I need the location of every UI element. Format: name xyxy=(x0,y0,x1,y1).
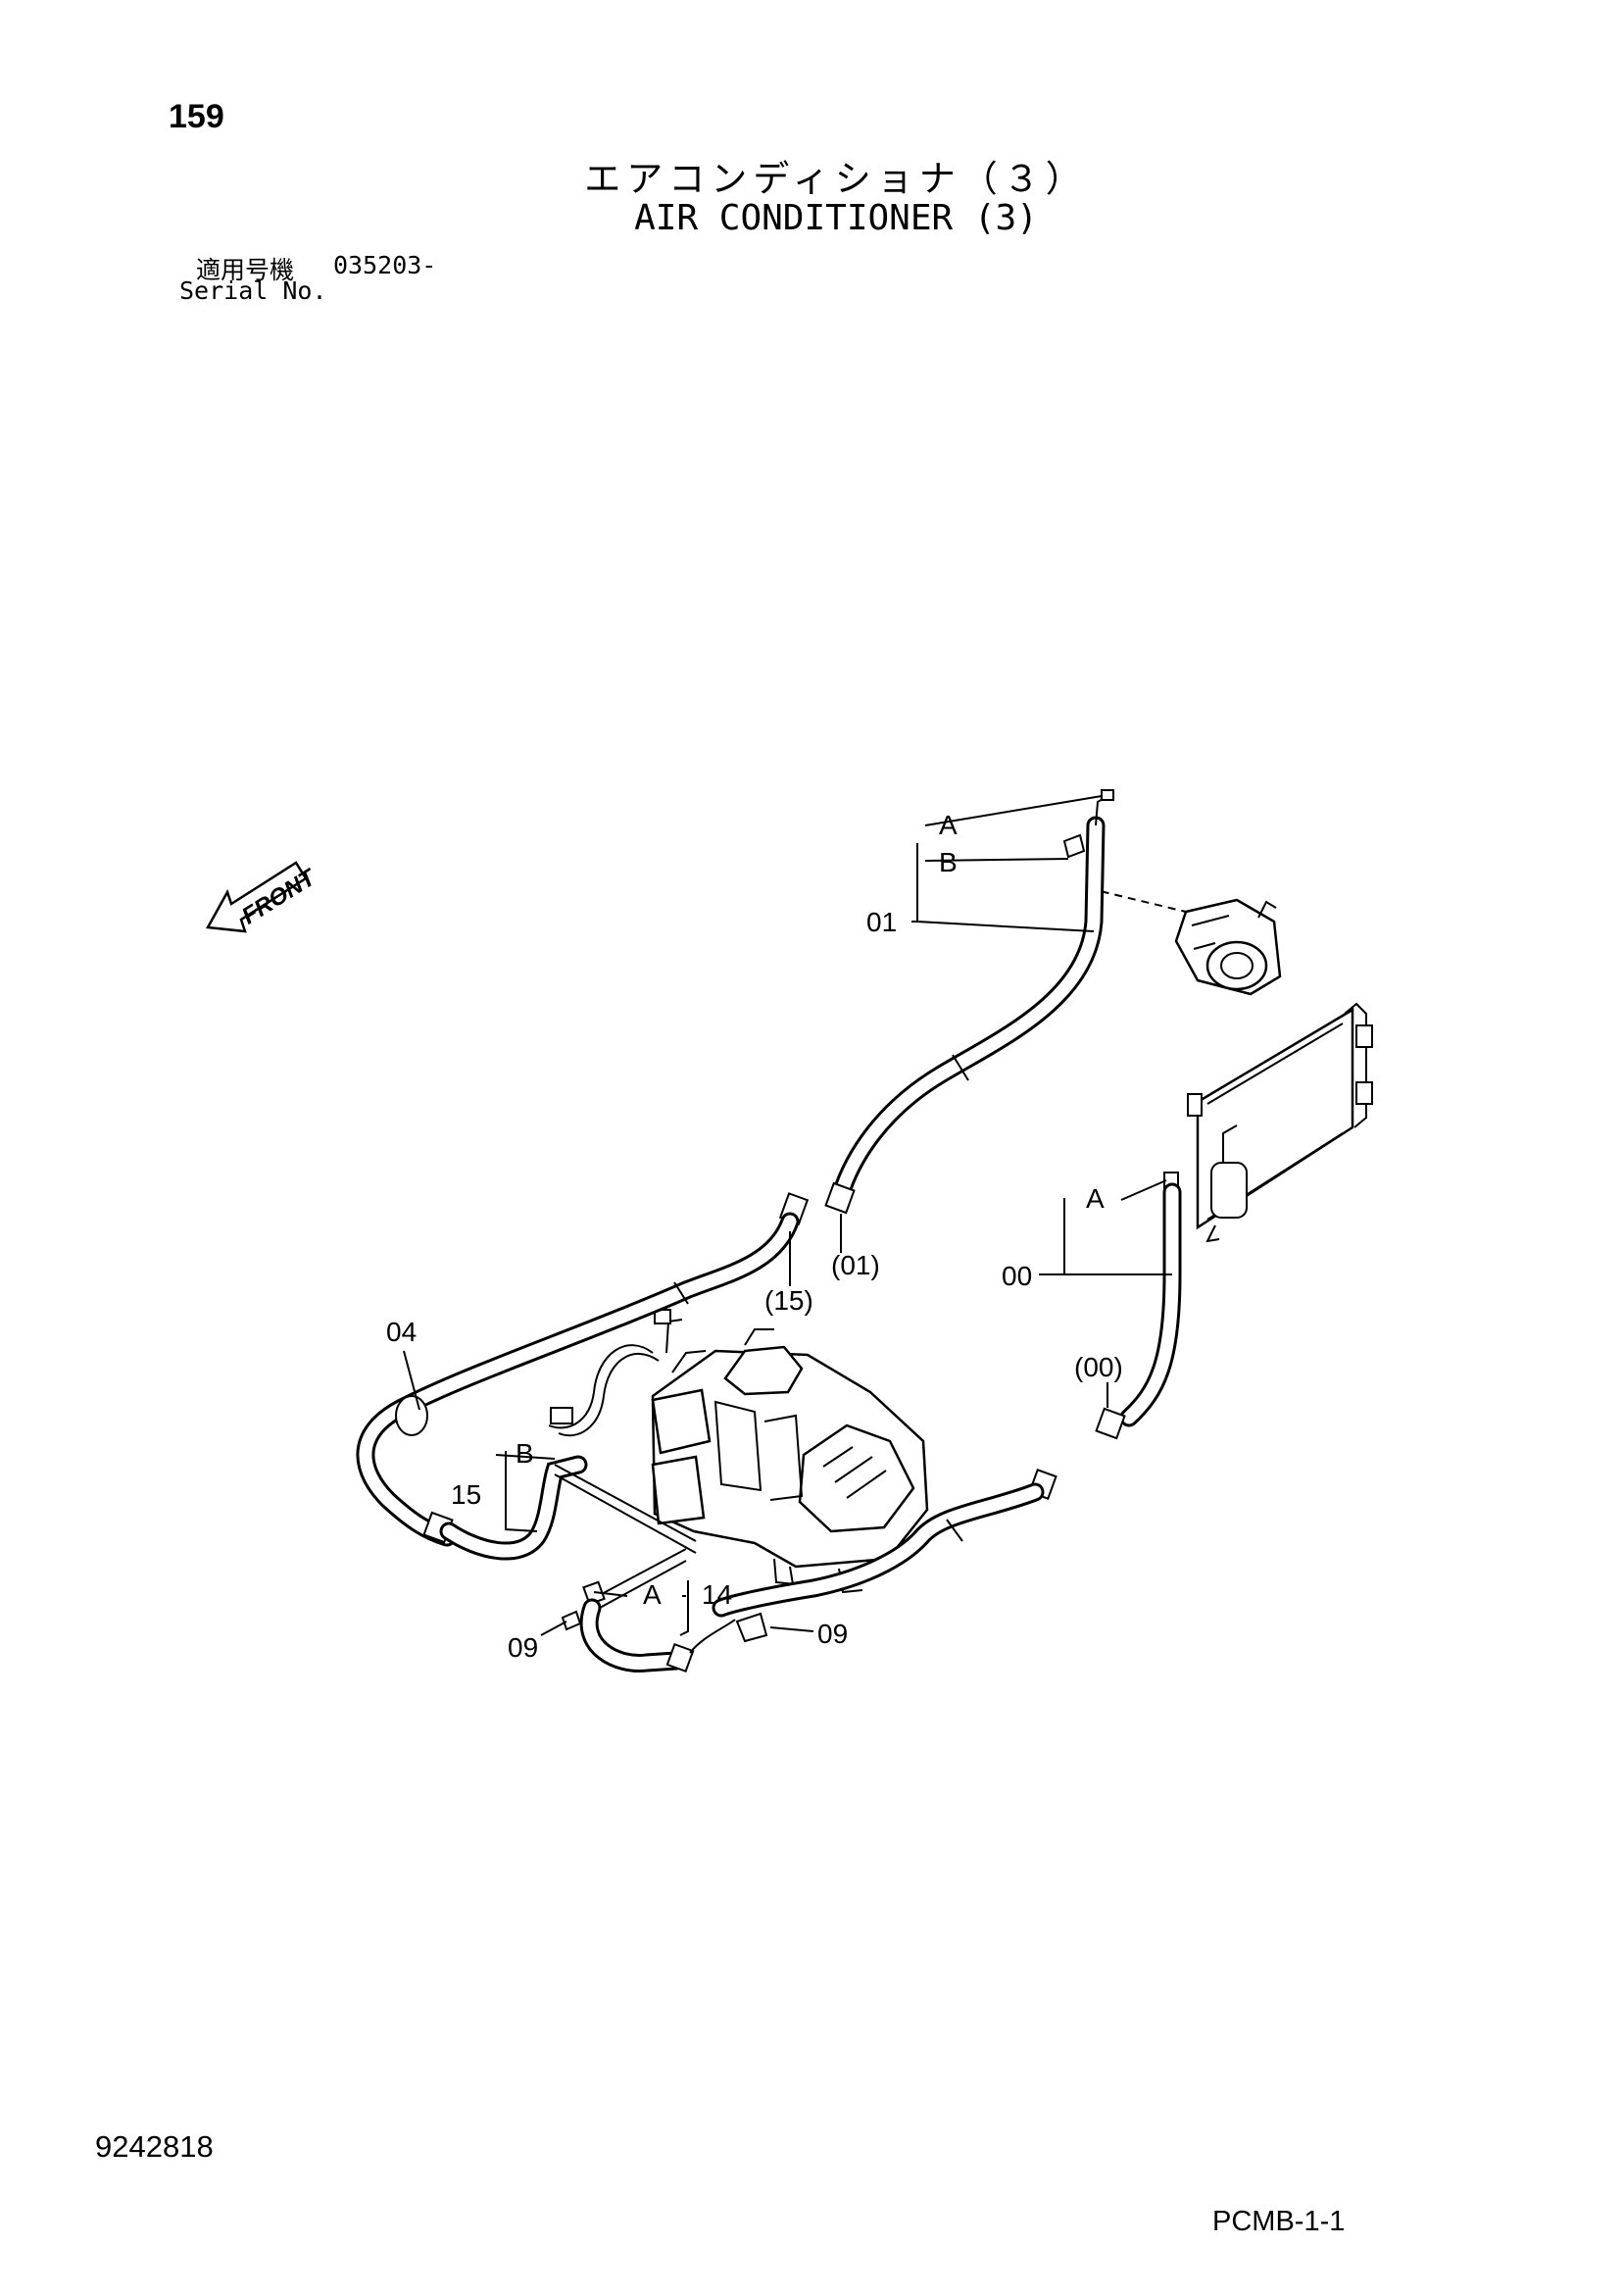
harness xyxy=(548,1309,683,1437)
page-number: 159 xyxy=(169,98,224,135)
callout-part-00: 00 xyxy=(1002,1261,1032,1291)
page-title-japanese: エアコンディショナ（３） xyxy=(584,158,1088,200)
heater-unit xyxy=(651,1328,929,1594)
callout-part-14: 14 xyxy=(702,1579,732,1610)
front-arrow-icon: FRONT xyxy=(205,861,322,933)
page-title-english: AIR CONDITIONER (3) xyxy=(634,198,1038,238)
leader-lines xyxy=(403,795,1172,1636)
callout-part-15-ref: (15) xyxy=(764,1285,813,1316)
callout-a-top: A xyxy=(939,810,958,840)
compressor xyxy=(1087,887,1282,996)
condenser xyxy=(1187,1002,1373,1243)
serial-label-english: Serial No. xyxy=(179,276,327,305)
callout-b-top: B xyxy=(939,847,958,877)
callout-part-01-ref: (01) xyxy=(831,1250,880,1280)
callout-a-bottom: A xyxy=(643,1579,662,1610)
hose-14 xyxy=(561,1469,1057,1673)
callout-part-09-left: 09 xyxy=(508,1632,538,1663)
callout-b-left: B xyxy=(516,1438,534,1469)
serial-number-value: 035203- xyxy=(333,251,437,279)
callout-part-09-right: 09 xyxy=(817,1619,848,1649)
callout-part-04: 04 xyxy=(386,1317,417,1347)
callout-part-15: 15 xyxy=(451,1479,481,1510)
hose-15 xyxy=(356,1192,810,1561)
callout-part-01: 01 xyxy=(866,907,897,937)
callout-labels: A B 01 (01) (15) A 00 (00) 04 B 15 A 14 … xyxy=(386,810,1123,1663)
page-code: PCMB-1-1 xyxy=(1212,2206,1346,2237)
document-number: 9242818 xyxy=(95,2129,214,2164)
callout-a-right: A xyxy=(1086,1183,1105,1214)
hose-00 xyxy=(1095,1172,1182,1440)
hose-01 xyxy=(824,789,1114,1215)
callout-part-00-ref: (00) xyxy=(1074,1352,1123,1382)
serial-label-japanese: 適用号機 xyxy=(196,256,295,284)
